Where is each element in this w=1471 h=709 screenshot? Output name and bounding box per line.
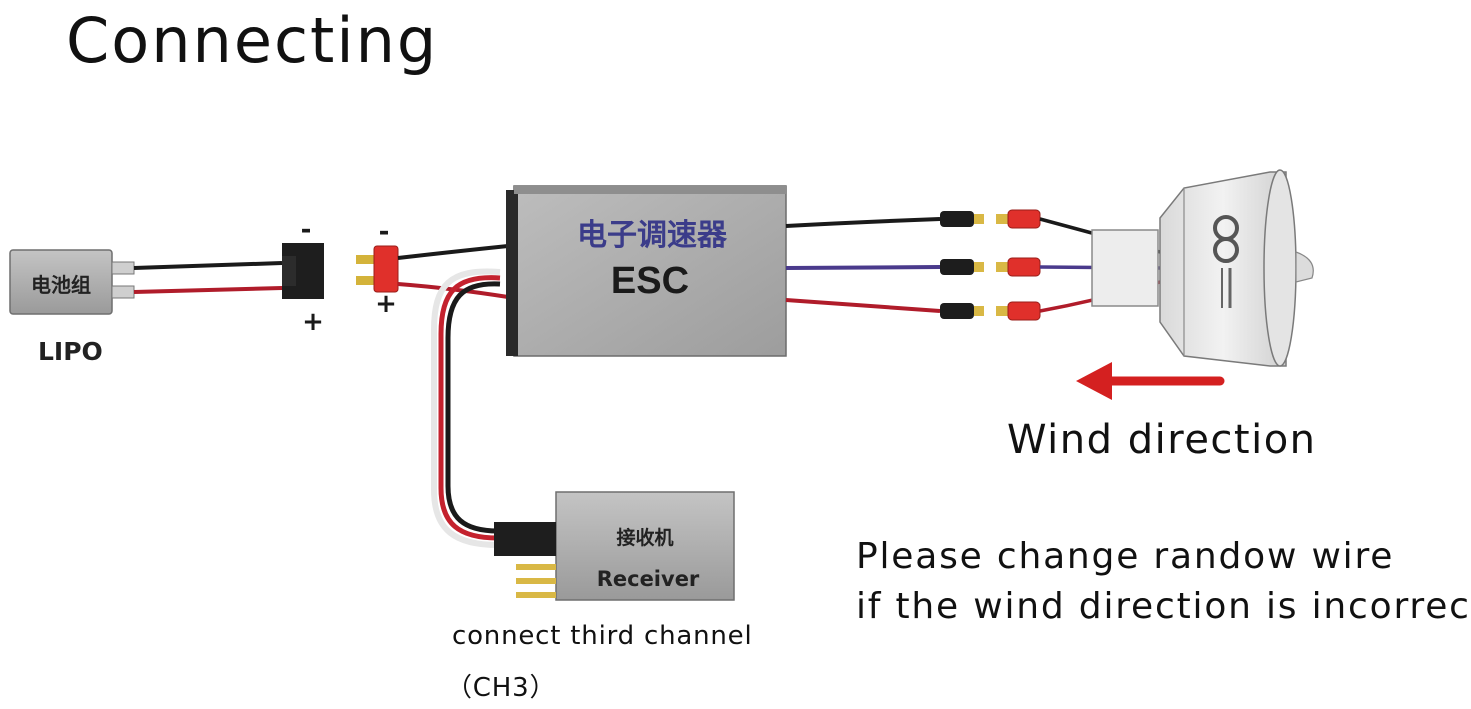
esc-plug-plus-sign: +: [375, 289, 397, 319]
page-title: Connecting: [66, 4, 438, 77]
battery-terminal-negative: [111, 261, 135, 275]
receiver-servo-plug: [494, 522, 556, 556]
esc-top-edge: [514, 186, 786, 194]
plug-plus-sign: +: [302, 307, 324, 337]
signal-wire-white: [431, 268, 501, 548]
bullet-tip-3: [974, 306, 984, 316]
esc-box: [513, 185, 787, 357]
esc-plug-pin-bottom: [356, 276, 376, 285]
battery-red-wire: [133, 286, 283, 294]
plug-grip: [282, 256, 296, 286]
motor-can: [1091, 229, 1159, 307]
esc-plug-minus-sign: -: [379, 217, 390, 247]
edf-fan-unit: [1091, 169, 1314, 367]
esc-output-wire-1: [785, 217, 941, 228]
motor-bullet-pin-3: [996, 306, 1008, 316]
esc-output-wire-2: [785, 265, 941, 270]
motor-bullet-pin-1: [996, 214, 1008, 224]
plug-minus-sign: -: [301, 215, 312, 245]
esc-plug-pin-top: [356, 255, 376, 264]
note-line-1: Please change randow wire: [856, 536, 1394, 577]
esc-label-cn: 电子调速器: [577, 218, 728, 253]
motor-bullet-red-2: [1007, 257, 1041, 277]
esc-plug-body: [373, 245, 399, 293]
note-line-2: if the wind direction is incorrect: [856, 586, 1471, 627]
esc-deans-plug: [356, 245, 399, 293]
fan-intake-lip: [1263, 169, 1297, 367]
motor-bullet-red-3: [1007, 301, 1041, 321]
battery-black-wire: [133, 261, 283, 270]
motor-bullet-connectors: [996, 209, 1041, 321]
battery-caption: LIPO: [38, 337, 103, 366]
receiver-caption-line-2: （CH3）: [446, 673, 556, 703]
signal-wire-red: [438, 275, 501, 541]
battery-terminal-positive: [111, 285, 135, 299]
esc-black-power-wire: [397, 244, 509, 260]
signal-wire-black: [445, 281, 501, 534]
esc-end-cap: [506, 190, 518, 356]
motor-bullet-pin-2: [996, 262, 1008, 272]
wind-direction-label: Wind direction: [1007, 417, 1317, 463]
bullet-black-1: [940, 211, 974, 227]
esc-unit: 电子调速器 ESC: [506, 185, 787, 357]
esc-output-wire-3: [785, 298, 941, 313]
receiver-caption-line-1: connect third channel: [452, 621, 753, 651]
receiver-label-cn: 接收机: [616, 526, 673, 549]
bullet-black-2: [940, 259, 974, 275]
battery-box: [9, 249, 113, 315]
battery-deans-plug: [282, 243, 324, 299]
esc-signal-cable: [431, 268, 501, 548]
bullet-tip-1: [974, 214, 984, 224]
fan-spinner: [1295, 251, 1314, 283]
bullet-black-3: [940, 303, 974, 319]
motor-bullet-red-1: [1007, 209, 1041, 229]
battery: 电池组 LIPO: [9, 249, 135, 366]
esc-bullet-connectors: [940, 211, 984, 319]
receiver-pin-2: [516, 578, 556, 584]
bullet-tip-2: [974, 262, 984, 272]
esc-label-en: ESC: [611, 260, 689, 302]
wind-direction-arrow-icon: [1076, 362, 1225, 400]
powerfun-logo-icon: [1213, 215, 1239, 308]
receiver-label-en: Receiver: [597, 567, 700, 591]
receiver: 接收机 Receiver: [494, 491, 735, 601]
receiver-pin-3: [516, 592, 556, 598]
receiver-pin-1: [516, 564, 556, 570]
battery-label-cn: 电池组: [31, 273, 91, 297]
